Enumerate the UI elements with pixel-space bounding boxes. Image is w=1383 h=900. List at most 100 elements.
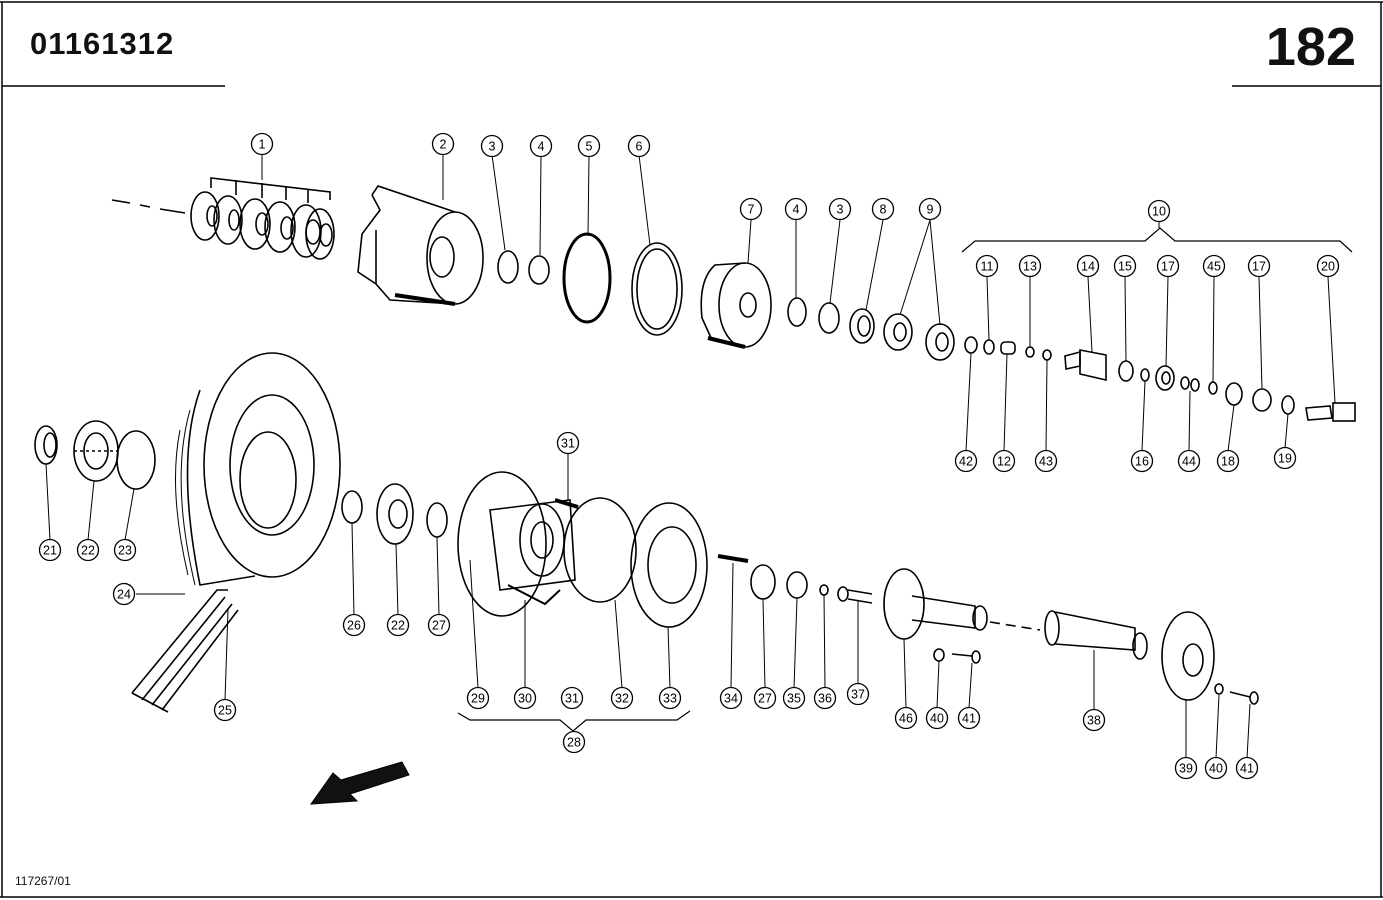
o-ring-3b <box>818 302 840 334</box>
callout-3: 3 <box>828 197 852 221</box>
callout-number: 43 <box>1039 455 1053 469</box>
callout-31: 31 <box>560 686 584 710</box>
part-13 <box>1025 346 1035 358</box>
callout-number: 28 <box>567 736 581 750</box>
bushing-27 <box>426 502 448 538</box>
callout-number: 27 <box>432 619 446 633</box>
part-43 <box>1042 349 1052 361</box>
callout-circle <box>1018 254 1042 278</box>
callout-circle <box>918 197 942 221</box>
bearing-22b <box>376 483 414 545</box>
nipple-12 <box>1000 341 1016 355</box>
shaft-38 <box>1044 610 1148 660</box>
callout-8: 8 <box>871 197 895 221</box>
callout-number: 6 <box>636 140 643 154</box>
ring-19 <box>1281 395 1295 415</box>
callout-29: 29 <box>466 686 490 710</box>
callout-number: 3 <box>837 203 844 217</box>
callout-circle <box>466 686 490 710</box>
callout-circle <box>250 132 274 156</box>
nut-17 <box>1155 365 1175 391</box>
bearing-22 <box>73 420 119 482</box>
callout-number: 17 <box>1252 260 1266 274</box>
callout-4: 4 <box>784 197 808 221</box>
bushing-27b <box>750 564 776 600</box>
callout-circle <box>1235 756 1259 780</box>
callout-circle <box>925 706 949 730</box>
bolt-41 <box>951 650 981 664</box>
callout-number: 41 <box>1240 762 1254 776</box>
callout-13: 13 <box>1018 254 1042 278</box>
callout-12: 12 <box>992 449 1016 473</box>
callout-28: 28 <box>562 730 586 754</box>
o-ring-4b <box>787 297 807 327</box>
callout-circle <box>431 132 455 156</box>
pin-34 <box>717 554 749 563</box>
callout-number: 3 <box>489 140 496 154</box>
callout-41: 41 <box>1235 756 1259 780</box>
disc-29 <box>457 471 576 617</box>
callout-circle <box>828 197 852 221</box>
callout-circle <box>113 538 137 562</box>
callout-circle <box>577 134 601 158</box>
callout-24: 24 <box>112 582 136 606</box>
callout-circle <box>846 682 870 706</box>
callout-number: 4 <box>538 140 545 154</box>
callout-number: 35 <box>787 692 801 706</box>
nut-17b <box>1252 388 1272 412</box>
callout-18: 18 <box>1216 449 1240 473</box>
callout-number: 25 <box>218 704 232 718</box>
part-45 <box>1208 381 1218 395</box>
callout-6: 6 <box>627 134 651 158</box>
callout-circle <box>954 449 978 473</box>
callout-46: 46 <box>894 706 918 730</box>
callout-circle <box>213 698 237 722</box>
callout-19: 19 <box>1273 446 1297 470</box>
callout-number: 14 <box>1081 260 1095 274</box>
callout-number: 18 <box>1221 455 1235 469</box>
callout-number: 9 <box>927 203 934 217</box>
callout-number: 23 <box>118 544 132 558</box>
axis-line <box>111 199 131 204</box>
callout-circle <box>975 254 999 278</box>
callout-circle <box>480 134 504 158</box>
callout-25: 25 <box>213 698 237 722</box>
ring-5 <box>562 232 612 324</box>
callout-number: 27 <box>758 692 772 706</box>
drawing-reference: 117267/01 <box>15 874 71 888</box>
callout-number: 31 <box>565 692 579 706</box>
upper-assembly <box>111 177 1356 422</box>
callout-circle <box>1156 254 1180 278</box>
callout-number: 1 <box>259 138 266 152</box>
callout-number: 16 <box>1135 455 1149 469</box>
callout-circle <box>957 706 981 730</box>
callout-45: 45 <box>1202 254 1226 278</box>
callout-circle <box>894 706 918 730</box>
callout-circle <box>1273 446 1297 470</box>
part-35 <box>786 571 808 599</box>
callout-circle <box>739 197 763 221</box>
belts-25 <box>131 589 239 713</box>
part-16 <box>1140 368 1150 382</box>
callout-number: 39 <box>1179 762 1193 776</box>
callout-22: 22 <box>76 538 100 562</box>
pulley-24 <box>175 352 341 586</box>
callout-11: 11 <box>975 254 999 278</box>
seal-21 <box>34 425 58 465</box>
callout-number: 15 <box>1118 260 1132 274</box>
callout-number: 17 <box>1161 260 1175 274</box>
callout-number: 38 <box>1087 714 1101 728</box>
leader-lines <box>45 154 1336 759</box>
callout-circle <box>112 582 136 606</box>
callout-35: 35 <box>782 686 806 710</box>
callout-41: 41 <box>957 706 981 730</box>
callout-43: 43 <box>1034 449 1058 473</box>
callout-circle <box>342 613 366 637</box>
callout-30: 30 <box>513 686 537 710</box>
callout-7: 7 <box>739 197 763 221</box>
callout-circle <box>627 134 651 158</box>
callout-number: 20 <box>1321 260 1335 274</box>
